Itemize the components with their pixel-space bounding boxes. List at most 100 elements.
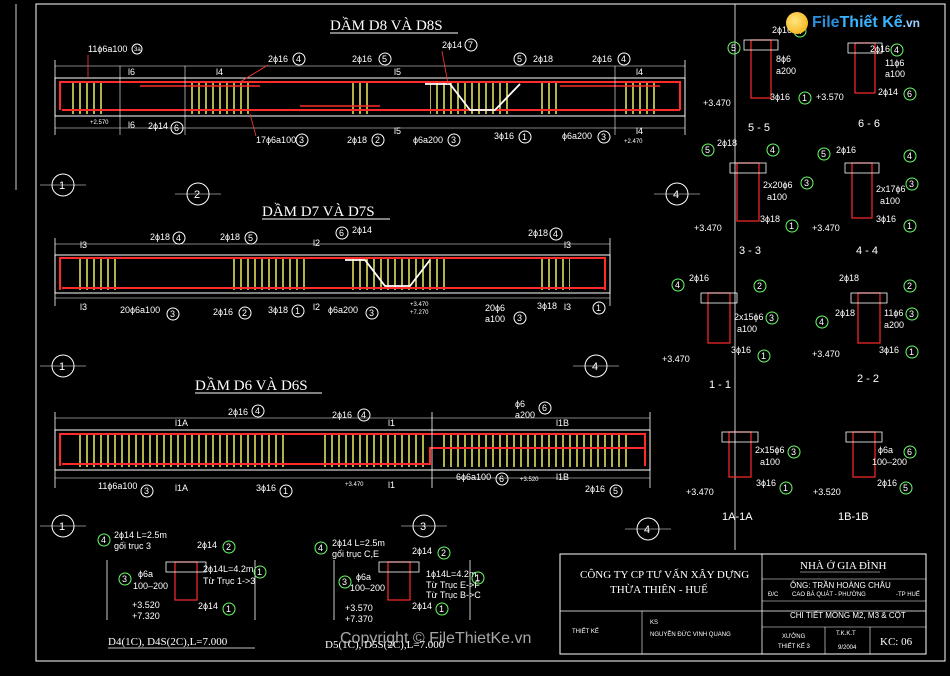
svg-text:a200: a200 [776,66,796,76]
svg-text:2ϕ16: 2ϕ16 [228,407,248,417]
svg-text:5: 5 [248,233,253,243]
copyright-watermark: Copyright © FileThietKe.vn [340,630,532,647]
svg-text:2ϕ16: 2ϕ16 [772,25,792,35]
svg-text:2x17ϕ6: 2x17ϕ6 [876,184,906,194]
svg-text:2ϕ16: 2ϕ16 [332,410,352,420]
svg-text:2ϕ14: 2ϕ14 [442,40,462,50]
svg-text:Từ Trục 1->3: Từ Trục 1->3 [203,576,255,586]
svg-text:1: 1 [59,361,65,373]
svg-text:l3: l3 [80,302,87,312]
svg-text:3ϕ16: 3ϕ16 [770,92,790,102]
svg-text:1: 1 [783,483,788,493]
svg-text:3: 3 [601,132,606,142]
svg-text:1: 1 [283,486,288,496]
svg-text:l2: l2 [313,302,320,312]
svg-text:4: 4 [819,317,824,327]
section-4-4: 2ϕ16 4 5 2x17ϕ6 a100 3 3ϕ16 1 +3.470 4 -… [812,145,919,257]
svg-text:2ϕ18: 2ϕ18 [150,232,170,242]
section-5-5: 2ϕ16 4 5 8ϕ6 a200 3ϕ16 1 +3.470 5 - 5 [703,24,812,134]
svg-text:2ϕ14: 2ϕ14 [878,87,898,97]
svg-text:2ϕ14L=4.2m: 2ϕ14L=4.2m [203,564,253,574]
svg-text:1ϕ14L=4.2m: 1ϕ14L=4.2m [426,569,476,579]
svg-text:+7.270: +7.270 [410,310,429,316]
svg-text:2ϕ18: 2ϕ18 [835,308,855,318]
svg-text:3ϕ18: 3ϕ18 [268,305,288,315]
svg-text:2x20ϕ6: 2x20ϕ6 [763,180,793,190]
detail-d5-caption: D5(1C), D5S(2C),L=7.000 [325,639,445,651]
svg-text:2ϕ16: 2ϕ16 [870,44,890,54]
svg-text:4: 4 [101,535,106,545]
section-1-1: 2ϕ16 2 4 2x15ϕ6 a100 3 3ϕ16 1 +3.470 1 -… [662,273,779,391]
svg-text:ϕ6: ϕ6 [515,399,525,409]
svg-text:4: 4 [644,524,650,536]
project-name: NHÀ Ở GIA ĐÌNH [800,560,887,572]
svg-text:+3.520: +3.520 [132,600,160,610]
svg-text:KS: KS [650,620,658,626]
svg-text:l1: l1 [388,480,395,490]
svg-text:6ϕ6a100: 6ϕ6a100 [456,472,491,482]
svg-text:3ϕ16: 3ϕ16 [731,345,751,355]
svg-text:a100: a100 [737,324,757,334]
svg-text:l4: l4 [636,67,643,77]
svg-text:l2: l2 [313,238,320,248]
svg-text:2ϕ16: 2ϕ16 [213,307,233,317]
section-2-2: 2ϕ18 2 4 2ϕ18 11ϕ6 a200 3 3ϕ16 1 +3.470 … [812,273,919,385]
svg-text:2x15ϕ6: 2x15ϕ6 [755,445,785,455]
svg-text:1: 1 [257,567,262,577]
svg-text:T.K.K.T: T.K.K.T [836,631,856,637]
svg-text:3ϕ18: 3ϕ18 [760,214,780,224]
sheet-number: KC: 06 [880,636,913,648]
svg-text:2ϕ14: 2ϕ14 [197,540,217,550]
svg-text:2ϕ14 L=2.5m: 2ϕ14 L=2.5m [114,530,167,540]
svg-text:5: 5 [382,54,387,64]
svg-text:3: 3 [170,309,175,319]
svg-text:7: 7 [468,40,473,50]
svg-text:4: 4 [894,45,899,55]
svg-text:a200: a200 [515,410,535,420]
svg-text:l3: l3 [564,302,571,312]
svg-text:2ϕ16: 2ϕ16 [585,484,605,494]
detail-d5: 4 2ϕ14 L=2.5m gối trục C,E 2ϕ14 2 1ϕ14L=… [314,538,485,651]
svg-text:4: 4 [621,54,626,64]
svg-text:a100: a100 [485,314,505,324]
svg-text:+2.570: +2.570 [90,120,109,126]
svg-text:a100: a100 [767,192,787,202]
svg-text:4: 4 [907,151,912,161]
svg-text:+3.520: +3.520 [520,477,539,483]
svg-text:ϕ6a: ϕ6a [138,569,153,579]
svg-text:3: 3 [909,309,914,319]
brand-logo-part-a: File [811,14,840,31]
svg-text:3ϕ18: 3ϕ18 [537,301,557,311]
svg-text:2ϕ18: 2ϕ18 [533,54,553,64]
svg-text:2 - 2: 2 - 2 [857,373,879,385]
title-block: CÔNG TY CP TƯ VẤN XÂY DỰNG THỪA THIÊN - … [559,553,927,655]
svg-text:1: 1 [761,351,766,361]
section-3-3: 2ϕ18 4 5 2x20ϕ6 a100 3 3ϕ18 1 +3.470 3 -… [694,138,814,257]
svg-text:l5: l5 [394,126,401,136]
svg-text:4: 4 [675,280,680,290]
svg-text:3: 3 [420,521,426,533]
svg-text:2: 2 [226,542,231,552]
svg-text:8ϕ6: 8ϕ6 [776,54,791,64]
svg-text:4: 4 [592,361,598,373]
svg-text:1A-1A: 1A-1A [722,511,753,523]
svg-text:l6: l6 [128,67,135,77]
svg-text:11ϕ6: 11ϕ6 [885,58,904,68]
svg-text:3: 3 [791,447,796,457]
brand-logo-part-b: Thiết Kế [839,14,903,31]
svg-text:l1A: l1A [175,483,188,493]
svg-text:3: 3 [909,179,914,189]
svg-text:2: 2 [194,189,200,201]
svg-text:+3.470: +3.470 [694,223,722,233]
svg-text:a100: a100 [760,457,780,467]
beam-d7: DẦM D7 VÀ D7S 2ϕ18 4 2ϕ18 5 6 2ϕ14 2ϕ18 … [54,203,611,325]
brand-logo-icon [785,12,808,34]
svg-text:2: 2 [375,135,380,145]
svg-text:1: 1 [475,573,480,583]
svg-text:Từ Trục E->F: Từ Trục E->F [426,580,480,590]
detail-d4: 4 2ϕ14 L=2.5m gối trục 3 2ϕ14 2 2ϕ14L=4.… [97,530,267,649]
svg-text:l3: l3 [80,240,87,250]
svg-text:6: 6 [499,474,504,484]
axis-row-2: 1 4 [40,354,619,378]
svg-text:5: 5 [517,54,522,64]
